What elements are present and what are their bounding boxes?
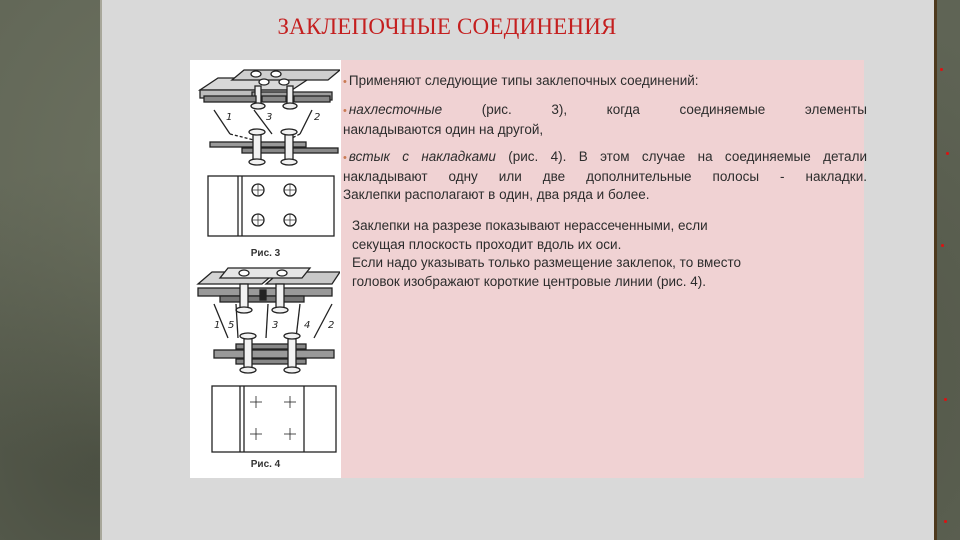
figure-4-label: 5	[228, 320, 234, 331]
figure-3-label: 3	[266, 112, 272, 123]
decor-dot	[944, 520, 947, 523]
figure-3-label: 2	[314, 112, 320, 123]
decor-dot	[944, 398, 947, 401]
bullet-joint-types: •Применяют следующие типы заклепочных со…	[343, 72, 867, 92]
slide-right-border	[934, 0, 937, 540]
bullet-text: (рис. 4). В этом случае на соединяемые д…	[495, 149, 867, 164]
bullet-text: (рис. 3), когда соединяемые элементы	[442, 102, 867, 117]
bullet-marker: •	[343, 76, 347, 88]
bullet-line: накладываются один на другой,	[343, 121, 544, 137]
slide-title: ЗАКЛЕПОЧНЫЕ СОЕДИНЕНИЯ	[277, 14, 617, 39]
figure-4-label: 4	[304, 320, 310, 331]
bullet-text: Применяют следующие типы заклепочных сое…	[348, 73, 699, 88]
figure-4-caption: Рис. 4	[250, 459, 281, 470]
bullet-line: •нахлесточные (рис. 3), когда соединяемы…	[343, 101, 867, 121]
bullet-line: •встык с накладками (рис. 4). В этом слу…	[343, 148, 867, 168]
bullet-term: встык с накладками	[348, 149, 496, 164]
note-line: секущая плоскость проходит вдоль их оси.	[352, 236, 622, 252]
figure-4-label: 1	[214, 320, 220, 331]
bullet-line: накладывают одну или две дополнительные …	[343, 168, 867, 184]
decor-dot	[941, 244, 944, 247]
figure-4-butt-joint-drawing: 1 5 3 4 2	[196, 267, 340, 453]
figure-3-lap-joint-drawing: 1 3 2	[197, 69, 340, 237]
figure-3-label: 1	[226, 112, 232, 123]
note-line: головок изображают короткие центровые ли…	[352, 273, 707, 289]
rivet-notes: Заклепки на разрезе показывают нерассече…	[352, 217, 822, 291]
bullet-butt-joint: •встык с накладками (рис. 4). В этом слу…	[343, 148, 867, 205]
decor-dot	[940, 68, 943, 71]
bullet-term: нахлесточные	[348, 102, 443, 117]
note-line: Заклепки на разрезе показывают нерассече…	[352, 218, 708, 233]
bullet-marker: •	[343, 152, 347, 164]
figure-4-label: 3	[272, 320, 278, 331]
note-line: Если надо указывать только размещение за…	[352, 255, 742, 270]
bullet-marker: •	[343, 105, 347, 117]
bullet-line: Заклепки располагают в один, два ряда и …	[343, 187, 650, 202]
figure-4-label: 2	[328, 320, 334, 331]
decor-dot	[946, 152, 949, 155]
bullet-lap-joint: •нахлесточные (рис. 3), когда соединяемы…	[343, 101, 867, 139]
figure-3-caption: Рис. 3	[250, 248, 281, 259]
